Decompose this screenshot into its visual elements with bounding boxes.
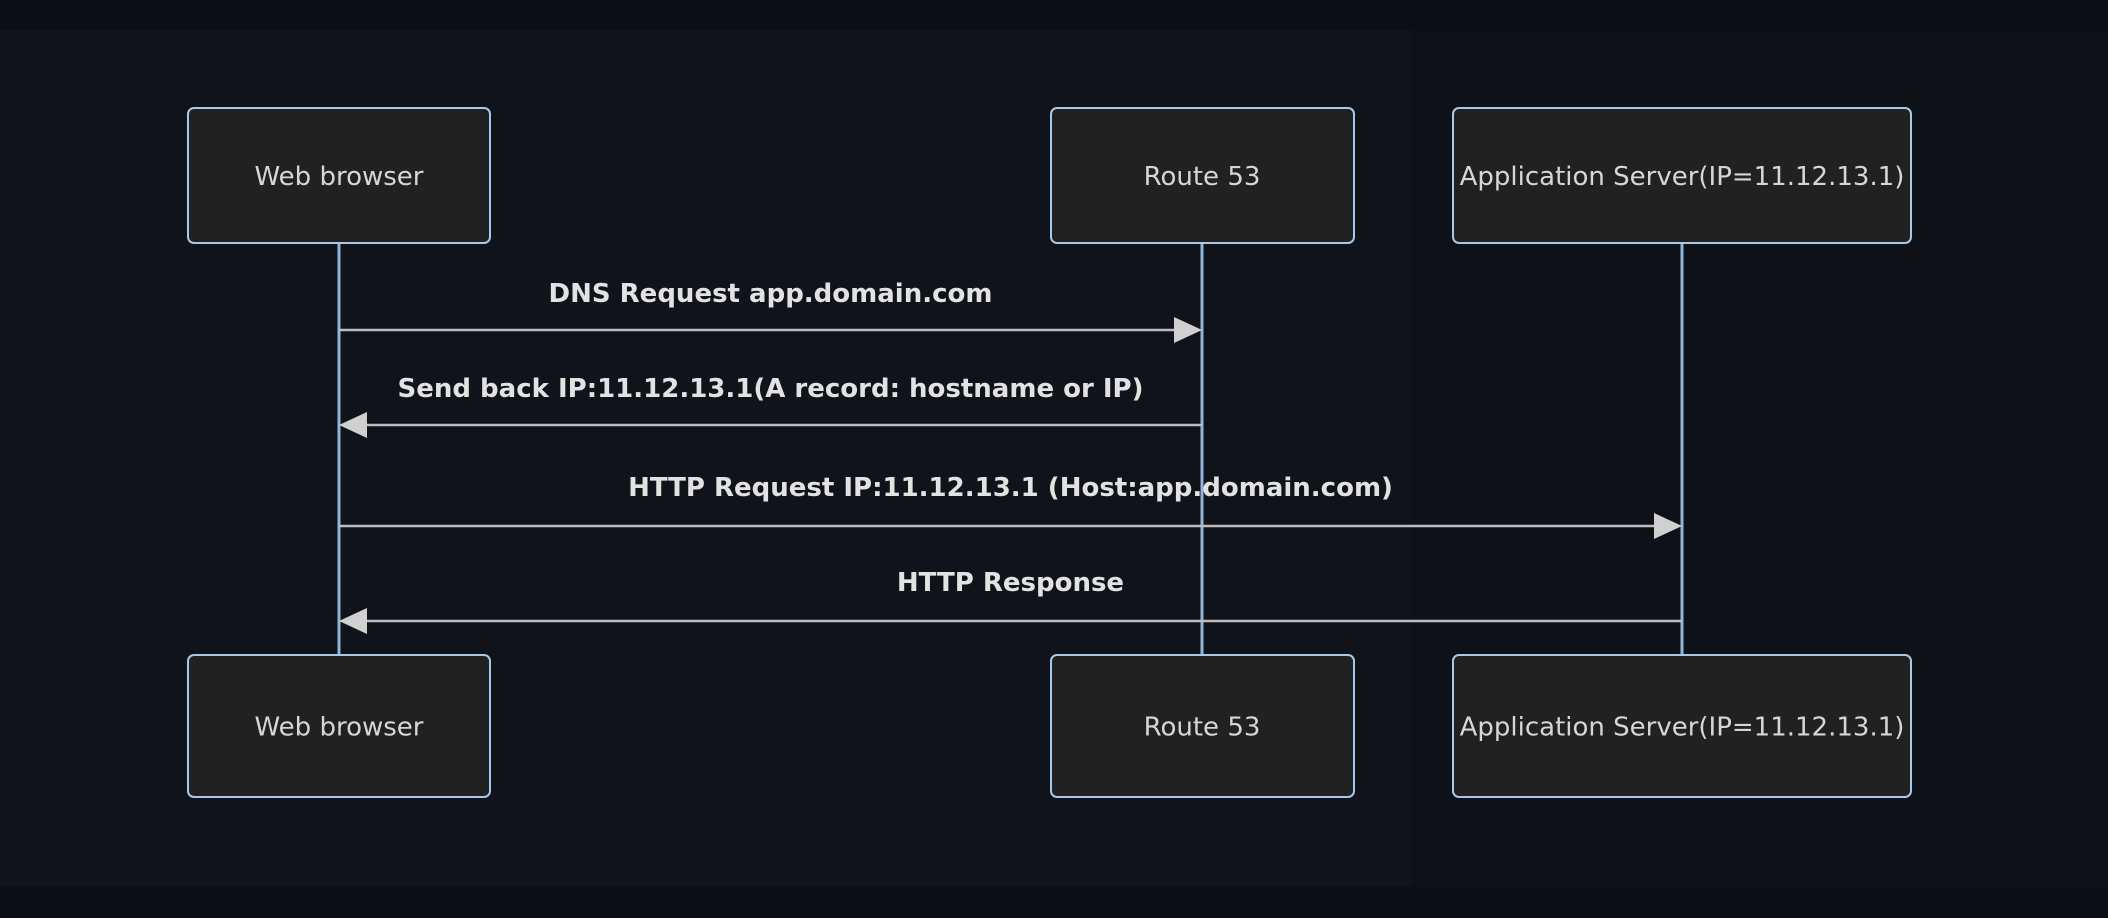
actor-box-rect-appserver-top[interactable] — [1452, 107, 1912, 244]
actor-box-route53-bottom[interactable]: Route 53 — [1050, 654, 1355, 798]
actor-box-rect-route53-bottom[interactable] — [1050, 654, 1355, 798]
actor-label-route53-top: Route 53 — [1144, 162, 1261, 192]
actor-box-appserver-top[interactable]: Application Server(IP=11.12.13.1) — [1452, 107, 1912, 244]
message-2: Send back IP:11.12.13.1(A record: hostna… — [339, 374, 1202, 438]
actor-box-browser-top[interactable]: Web browser — [187, 107, 491, 244]
message-arrowhead-1 — [1174, 317, 1202, 343]
actor-box-appserver-bottom[interactable]: Application Server(IP=11.12.13.1) — [1452, 654, 1912, 798]
actor-label-browser-bottom: Web browser — [255, 713, 424, 743]
lifelines-group — [337, 243, 1684, 655]
actor-label-appserver-bottom: Application Server(IP=11.12.13.1) — [1460, 713, 1905, 743]
actor-box-rect-route53-top[interactable] — [1050, 107, 1355, 244]
actor-boxes-bottom: Web browser Route 53 Application Server(IP… — [187, 654, 1912, 798]
actor-box-rect-browser-bottom[interactable] — [187, 654, 491, 798]
actor-box-route53-top[interactable]: Route 53 — [1050, 107, 1355, 244]
message-label-2: Send back IP:11.12.13.1(A record: hostna… — [398, 374, 1144, 404]
message-3: HTTP Request IP:11.12.13.1 (Host:app.dom… — [339, 473, 1682, 539]
actor-box-rect-appserver-bottom[interactable] — [1452, 654, 1912, 798]
actor-box-browser-bottom[interactable]: Web browser — [187, 654, 491, 798]
message-4: HTTP Response — [339, 568, 1682, 634]
message-label-1: DNS Request app.domain.com — [549, 279, 993, 309]
actor-boxes-top: Web browser Route 53 Application Server(IP… — [187, 107, 1912, 244]
actor-label-route53-bottom: Route 53 — [1144, 713, 1261, 743]
message-arrowhead-2 — [339, 412, 367, 438]
message-arrowhead-3 — [1654, 513, 1682, 539]
message-arrowhead-4 — [339, 608, 367, 634]
actor-label-browser-top: Web browser — [255, 162, 424, 192]
message-label-3: HTTP Request IP:11.12.13.1 (Host:app.dom… — [628, 473, 1393, 503]
message-label-4: HTTP Response — [897, 568, 1124, 598]
message-1: DNS Request app.domain.com — [339, 279, 1202, 343]
actor-label-appserver-top: Application Server(IP=11.12.13.1) — [1460, 162, 1905, 192]
actor-box-rect-browser-top[interactable] — [187, 107, 491, 244]
